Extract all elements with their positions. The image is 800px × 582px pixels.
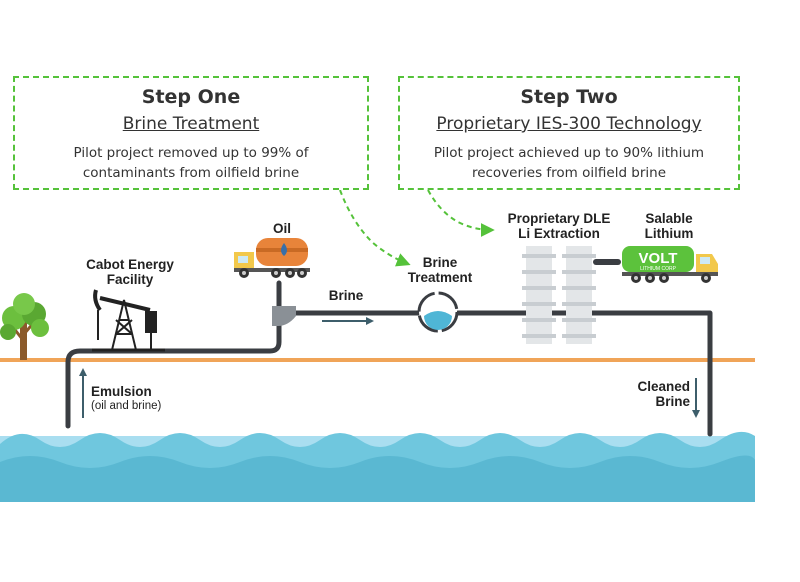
cleaned-label-line1: Cleaned <box>637 379 690 394</box>
step-one-description: Pilot project removed up to 99% of conta… <box>15 143 367 183</box>
salable-label-line2: Lithium <box>644 226 694 241</box>
ground-line <box>0 358 755 362</box>
brine-flow-label: Brine <box>328 288 364 303</box>
step-one-connector <box>339 189 411 267</box>
dle-label: Proprietary DLE Li Extraction <box>494 211 624 241</box>
step-two-desc-line2: recoveries from oilfield brine <box>471 165 667 181</box>
emulsion-label-main: Emulsion <box>91 384 152 399</box>
dle-columns-icon <box>522 246 596 344</box>
cleaned-brine-label: Cleaned Brine <box>622 379 690 409</box>
dle-label-line1: Proprietary DLE <box>507 211 611 226</box>
step-two-subtitle: Proprietary IES-300 Technology <box>436 114 702 134</box>
facility-label: Cabot Energy Facility <box>70 257 190 287</box>
step-two-connector <box>427 189 495 237</box>
brine-treatment-label-line2: Treatment <box>407 270 473 285</box>
water-body <box>0 431 755 502</box>
dle-label-line2: Li Extraction <box>518 226 600 241</box>
brine-treatment-label: Brine Treatment <box>398 255 482 285</box>
flow-arrows <box>79 317 700 418</box>
step-one-subtitle: Brine Treatment <box>122 114 260 134</box>
pipe-junction <box>272 306 296 326</box>
step-one-box: Step One Brine Treatment Pilot project r… <box>13 76 369 190</box>
emulsion-label: Emulsion (oil and brine) <box>91 384 161 414</box>
truck-brand: VOLT <box>639 250 678 267</box>
tree-icon <box>0 293 49 360</box>
emulsion-label-sub: (oil and brine) <box>91 400 162 412</box>
oil-truck-icon <box>234 238 310 278</box>
pipeline <box>65 259 713 437</box>
salable-label-line1: Salable <box>645 211 693 226</box>
truck-tagline: LITHIUM CORP <box>640 266 677 272</box>
salable-lithium-label: Salable Lithium <box>632 211 706 241</box>
step-one-desc-line1: Pilot project removed up to 99% of <box>73 145 309 161</box>
lithium-truck-icon: VOLT LITHIUM CORP <box>622 246 718 283</box>
facility-label-line1: Cabot Energy <box>86 257 174 272</box>
step-two-box: Step Two Proprietary IES-300 Technology … <box>398 76 740 190</box>
step-two-desc-line1: Pilot project achieved up to 90% lithium <box>433 145 705 161</box>
step-one-title: Step One <box>141 86 241 108</box>
brine-treatment-label-line1: Brine <box>422 255 458 270</box>
step-two-title: Step Two <box>520 86 618 108</box>
oil-label: Oil <box>272 221 291 236</box>
facility-label-line2: Facility <box>106 272 154 287</box>
step-one-desc-line2: contaminants from oilfield brine <box>82 165 300 181</box>
cleaned-label-line2: Brine <box>655 394 690 409</box>
pump-jack-icon <box>92 289 165 352</box>
brine-treatment-icon <box>417 291 459 333</box>
step-two-description: Pilot project achieved up to 90% lithium… <box>400 143 738 183</box>
